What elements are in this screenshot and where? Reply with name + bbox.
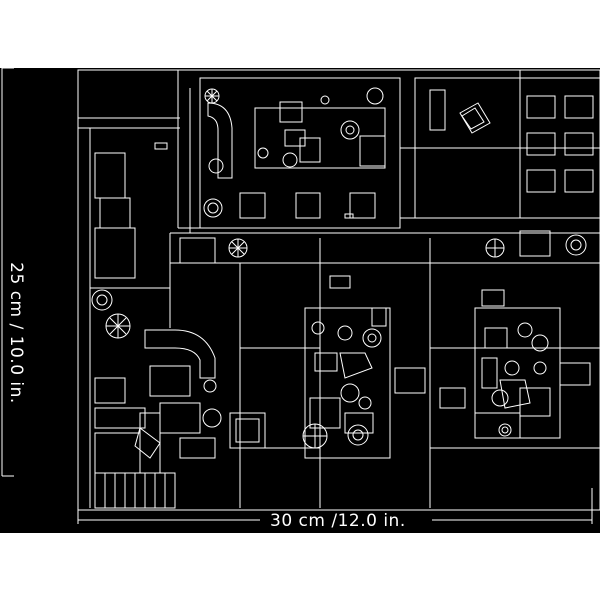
potted-plant-icon [134, 427, 161, 459]
height-dimension-label: 25 cm / 10.0 in. [6, 262, 26, 404]
sofa-icon [207, 102, 233, 179]
floor-plan-panel: 25 cm / 10.0 in. [0, 68, 600, 533]
floor-plan-drawing [1, 68, 600, 524]
chair-icon [499, 379, 531, 409]
lower-left-zone [91, 289, 266, 509]
desk-icon [229, 412, 266, 449]
width-dimension-marker [77, 488, 593, 524]
middle-room [302, 275, 426, 459]
table-icon [339, 352, 373, 379]
top-right-room [400, 70, 600, 257]
width-dimension-label: 30 cm /12.0 in. [270, 511, 406, 531]
sofa-icon [144, 329, 216, 379]
outer-wall [77, 69, 600, 511]
right-room [439, 289, 591, 439]
height-dimension-marker [1, 68, 14, 477]
chair-icon [459, 102, 491, 134]
left-wing [78, 70, 300, 508]
corridor [170, 232, 600, 508]
grid-lines [90, 233, 600, 449]
top-room [199, 77, 401, 229]
